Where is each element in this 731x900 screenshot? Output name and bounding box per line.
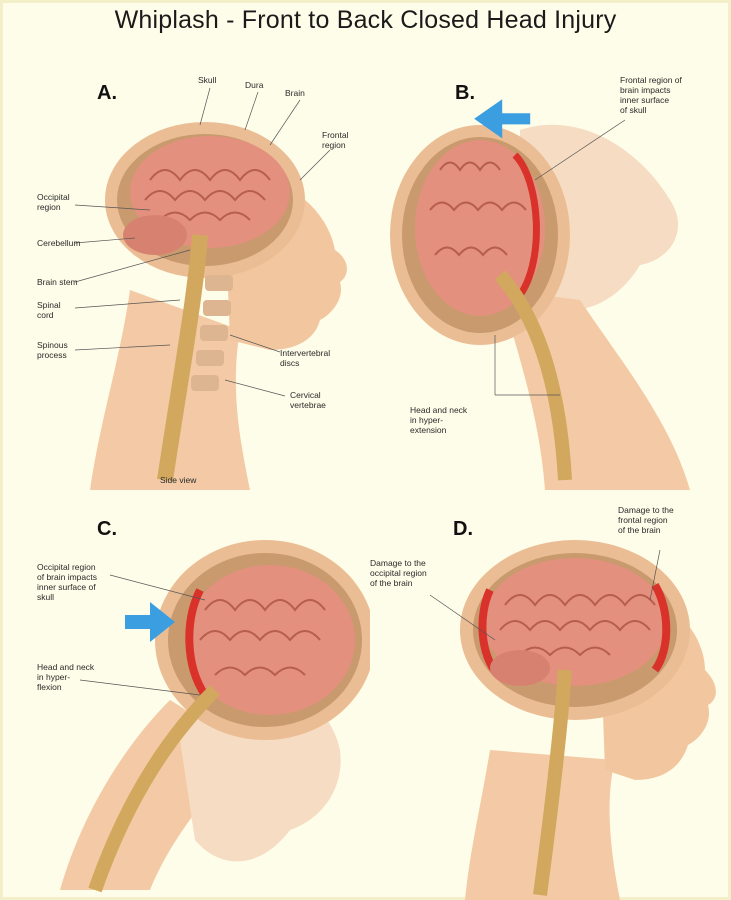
label-frontal-impact: Frontal region of brain impacts inner su… — [620, 75, 682, 115]
panel-c-letter: C. — [97, 518, 117, 541]
label-occipital-damage: Damage to the occipital region of the br… — [370, 558, 427, 588]
panel-a-illustration — [0, 60, 370, 490]
label-brain-stem: Brain stem — [37, 277, 78, 287]
panel-d-illustration — [370, 490, 731, 900]
panel-c-illustration — [0, 490, 370, 900]
label-occipital-impact: Occipital region of brain impacts inner … — [37, 562, 97, 602]
label-side-view: Side view — [160, 475, 196, 485]
label-hyperflexion: Head and neck in hyper- flexion — [37, 662, 94, 692]
label-spinous-process: Spinous process — [37, 340, 68, 360]
label-occipital-region: Occipital region — [37, 192, 70, 212]
label-skull: Skull — [198, 75, 216, 85]
figure-title: Whiplash - Front to Back Closed Head Inj… — [0, 6, 731, 35]
label-hyperextension: Head and neck in hyper- extension — [410, 405, 467, 435]
label-dura: Dura — [245, 80, 263, 90]
label-intervertebral-discs: Intervertebral discs — [280, 348, 330, 368]
cerebellum-shape — [490, 650, 550, 686]
label-cerebellum: Cerebellum — [37, 238, 80, 248]
label-cervical-vertebrae: Cervical vertebrae — [290, 390, 326, 410]
label-brain: Brain — [285, 88, 305, 98]
panel-b: B. Frontal region of brain impacts inner… — [370, 60, 731, 490]
label-frontal-damage: Damage to the frontal region of the brai… — [618, 505, 674, 535]
panel-d-letter: D. — [453, 518, 473, 541]
panel-c: C. Occipital region of brain impacts inn… — [0, 490, 370, 900]
panel-b-letter: B. — [455, 82, 475, 105]
cerebellum-shape — [123, 215, 187, 255]
label-frontal-region: Frontal region — [322, 130, 348, 150]
panel-a: A. Skull Dura Brain Frontal region Occip… — [0, 60, 370, 490]
panel-a-letter: A. — [97, 82, 117, 105]
label-spinal-cord: Spinal cord — [37, 300, 61, 320]
panel-d: D. Damage to the occipital region of the… — [370, 490, 731, 900]
